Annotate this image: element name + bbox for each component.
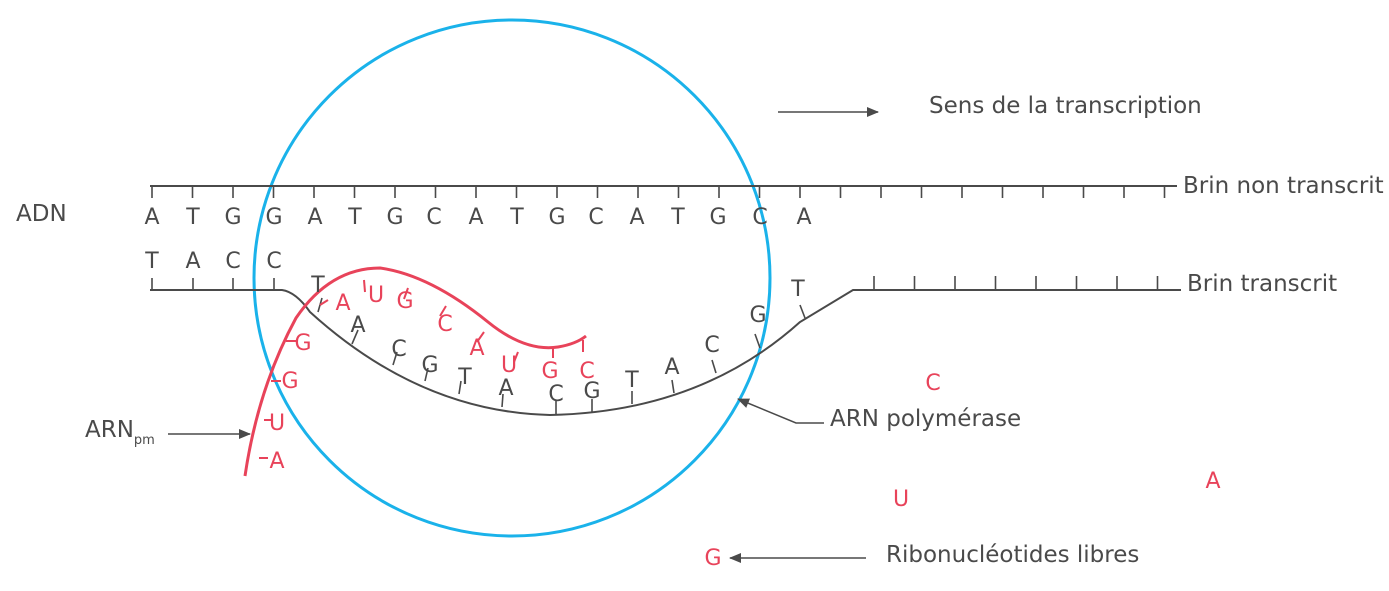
tb-base-6: A bbox=[498, 376, 513, 401]
nt-base-15: G bbox=[709, 205, 726, 230]
nt-base-10: T bbox=[509, 205, 524, 230]
tb-base-12: G bbox=[749, 303, 766, 328]
rna-base-3: G bbox=[281, 369, 298, 394]
rna-base-4: G bbox=[294, 331, 311, 356]
transcribed-tick bbox=[351, 329, 359, 345]
free-base-a: A bbox=[1205, 469, 1220, 494]
rna-base-2: U bbox=[269, 411, 285, 436]
rna-strand bbox=[243, 266, 587, 477]
rna-base-1: A bbox=[269, 449, 284, 474]
transcribed-tick bbox=[799, 304, 806, 319]
t-base-1: T bbox=[144, 249, 159, 274]
ribonucleotides-label: Ribonucléotides libres bbox=[886, 542, 1139, 568]
rna-tick bbox=[363, 279, 366, 293]
nt-base-8: C bbox=[426, 205, 441, 230]
t-base-3: C bbox=[225, 249, 240, 274]
non-transcribed-strand bbox=[150, 185, 1173, 198]
rna-base-11: G bbox=[541, 359, 558, 384]
nt-base-14: T bbox=[670, 205, 685, 230]
transcribed-tick bbox=[754, 333, 761, 349]
tb-base-9: T bbox=[624, 368, 639, 393]
rna-base-5: A bbox=[335, 291, 350, 316]
rna-label-main: ARN bbox=[85, 417, 134, 443]
nt-base-17: A bbox=[796, 205, 811, 230]
rna-tick bbox=[476, 331, 485, 343]
free-ribonucleotides: C A U G bbox=[704, 371, 1220, 571]
nt-base-4: G bbox=[265, 205, 282, 230]
tb-base-10: A bbox=[664, 355, 679, 380]
nt-base-16: C bbox=[752, 205, 767, 230]
tb-base-7: C bbox=[548, 382, 563, 407]
tb-base-13: T bbox=[790, 277, 805, 302]
transcribed-bases-bubble: T A C G T A C G T A C G T bbox=[310, 273, 805, 407]
non-transcribed-label: Brin non transcrit bbox=[1183, 173, 1384, 199]
nt-base-7: G bbox=[386, 205, 403, 230]
transcribed-ticks bbox=[151, 276, 1159, 414]
tb-base-11: C bbox=[704, 333, 719, 358]
non-transcribed-bases: A T G G A T G C A T G C A T G C A bbox=[144, 205, 811, 230]
non-transcribed-ticks bbox=[151, 186, 1166, 198]
free-base-c: C bbox=[925, 371, 940, 396]
transcribed-tick bbox=[711, 359, 717, 374]
tb-base-4: G bbox=[421, 353, 438, 378]
tb-base-2: A bbox=[350, 313, 365, 338]
rna-polymerase-circle bbox=[252, 18, 772, 538]
tb-base-1: T bbox=[310, 273, 325, 298]
rna-base-6: U bbox=[368, 283, 384, 308]
rna-label: ARNpm bbox=[85, 417, 155, 448]
rna-bases: A U G G A U G C A U G C bbox=[269, 283, 595, 474]
direction-label: Sens de la transcription bbox=[929, 93, 1202, 119]
transcribed-tick bbox=[458, 380, 462, 395]
rna-base-9: A bbox=[469, 336, 484, 361]
transcribed-label: Brin transcrit bbox=[1187, 271, 1337, 297]
t-base-2: A bbox=[185, 249, 200, 274]
rna-backbone bbox=[243, 266, 587, 477]
rna-base-10: U bbox=[501, 353, 517, 378]
transcribed-tick bbox=[424, 367, 429, 382]
nt-base-1: A bbox=[144, 205, 159, 230]
t-base-4: C bbox=[266, 249, 281, 274]
tb-base-8: G bbox=[583, 379, 600, 404]
nt-base-9: A bbox=[468, 205, 483, 230]
rna-base-12: C bbox=[579, 359, 594, 384]
nt-base-13: A bbox=[629, 205, 644, 230]
tb-base-5: T bbox=[457, 365, 472, 390]
rna-base-7: G bbox=[396, 289, 413, 314]
nt-base-12: C bbox=[588, 205, 603, 230]
rna-tick bbox=[403, 287, 409, 300]
tb-base-3: C bbox=[391, 337, 406, 362]
rna-tick bbox=[319, 299, 329, 306]
adn-label: ADN bbox=[16, 201, 67, 227]
rna-tick bbox=[513, 351, 519, 363]
rna-base-8: C bbox=[437, 312, 452, 337]
nt-base-6: T bbox=[347, 205, 362, 230]
polymerase-label: ARN polymérase bbox=[830, 406, 1021, 432]
rna-ticks bbox=[259, 279, 584, 459]
transcribed-bases-top: T A C C bbox=[144, 249, 281, 274]
nt-base-11: G bbox=[548, 205, 565, 230]
nt-base-5: A bbox=[307, 205, 322, 230]
transcribed-tick bbox=[392, 351, 398, 366]
nt-base-3: G bbox=[224, 205, 241, 230]
nt-base-2: T bbox=[185, 205, 200, 230]
polymerase-pointer-arrow bbox=[737, 398, 824, 424]
rna-tick bbox=[439, 305, 447, 317]
transcribed-tick bbox=[671, 379, 675, 394]
rna-label-subscript: pm bbox=[134, 433, 155, 448]
transcribed-tick bbox=[501, 393, 504, 408]
free-base-u: U bbox=[893, 487, 909, 512]
free-base-g: G bbox=[704, 546, 721, 571]
